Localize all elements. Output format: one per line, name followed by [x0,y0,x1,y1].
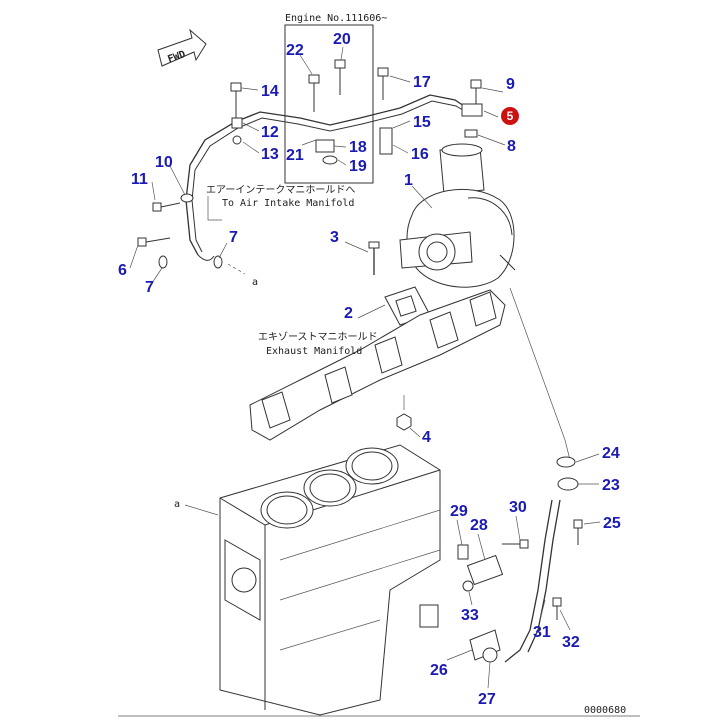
callout-8[interactable]: 8 [507,138,516,155]
bolt-20 [334,59,346,95]
callout-30[interactable]: 30 [509,499,527,516]
callout-32[interactable]: 32 [562,634,580,651]
callout-26[interactable]: 26 [430,662,448,679]
o-ring-33 [462,580,474,592]
callout-31[interactable]: 31 [533,624,551,641]
air-intake-jp: エアーインテークマニホールドへ [206,184,355,196]
leader-lines [129,46,601,689]
callout-10[interactable]: 10 [155,154,173,171]
bolt-6 [137,237,171,247]
exhaust-manifold [249,289,506,441]
oil-feed-tube [180,94,474,261]
callout-28[interactable]: 28 [470,517,488,534]
callout-9[interactable]: 9 [506,76,515,93]
o-ring-7-right [213,255,223,269]
callout-7-left[interactable]: 7 [145,279,154,296]
turbocharger [399,143,516,288]
callout-7-right[interactable]: 7 [229,229,238,246]
washer-13 [232,135,242,145]
bolt-30 [502,539,529,549]
callout-17[interactable]: 17 [413,74,431,91]
bolt-32 [552,597,562,620]
callout-13[interactable]: 13 [261,146,279,163]
callout-19[interactable]: 19 [349,158,367,175]
fwd-arrow-icon: FWD [157,28,207,67]
callout-16[interactable]: 16 [411,146,429,163]
washer-27 [482,647,498,663]
callout-6[interactable]: 6 [118,262,127,279]
callout-4[interactable]: 4 [422,429,431,446]
bolt-22 [308,74,320,112]
air-intake-en: To Air Intake Manifold [222,198,354,209]
plug-29 [457,544,469,560]
bolt-11 [152,202,181,212]
exhaust-jp: エキゾーストマニホールド [258,331,378,343]
exhaust-en: Exhaust Manifold [266,346,362,357]
callout-22[interactable]: 22 [286,42,304,59]
connector-28 [466,554,504,586]
arrow-a-top: a [252,277,258,288]
highlight-marker-5[interactable] [501,107,519,125]
callout-20[interactable]: 20 [333,31,351,48]
callout-14[interactable]: 14 [261,83,279,100]
bracket-18 [315,139,335,153]
bolt-17 [377,67,389,100]
air-intake-leader [207,196,222,221]
arrow-a-block: a [174,499,180,510]
bolt-25 [573,519,583,545]
callout-21[interactable]: 21 [286,147,304,164]
flange-fitting-5 [461,103,483,117]
leader-a-block [184,504,219,516]
cylinder-block [219,444,441,716]
nut-4 [396,413,412,431]
callout-3[interactable]: 3 [330,229,339,246]
callout-25[interactable]: 25 [603,515,621,532]
callout-1[interactable]: 1 [404,172,413,189]
callout-18[interactable]: 18 [349,139,367,156]
bolt-9 [470,79,482,104]
callout-29[interactable]: 29 [450,503,468,520]
o-ring-7-left [158,255,168,269]
spacer-19 [322,155,338,165]
drawing-number: 0000680 [584,705,626,716]
bolt-14 [230,82,243,129]
callout-11[interactable]: 11 [131,171,148,188]
callout-33[interactable]: 33 [461,607,479,624]
sleeve-16 [379,127,393,155]
callout-12[interactable]: 12 [261,124,279,141]
callout-24[interactable]: 24 [602,445,620,462]
callout-2[interactable]: 2 [344,305,353,322]
gasket-2-port [395,295,417,317]
stud-3 [368,241,380,275]
oil-drain-tube [504,287,579,663]
callout-5[interactable]: 5 [507,109,514,123]
leader-a-top [227,263,246,275]
serial-range-box [284,24,374,184]
callout-23[interactable]: 23 [602,477,620,494]
callout-15[interactable]: 15 [413,114,431,131]
gasket-8 [464,129,478,138]
callout-27[interactable]: 27 [478,691,496,708]
serial-note: Engine No.111606~ [285,13,387,24]
